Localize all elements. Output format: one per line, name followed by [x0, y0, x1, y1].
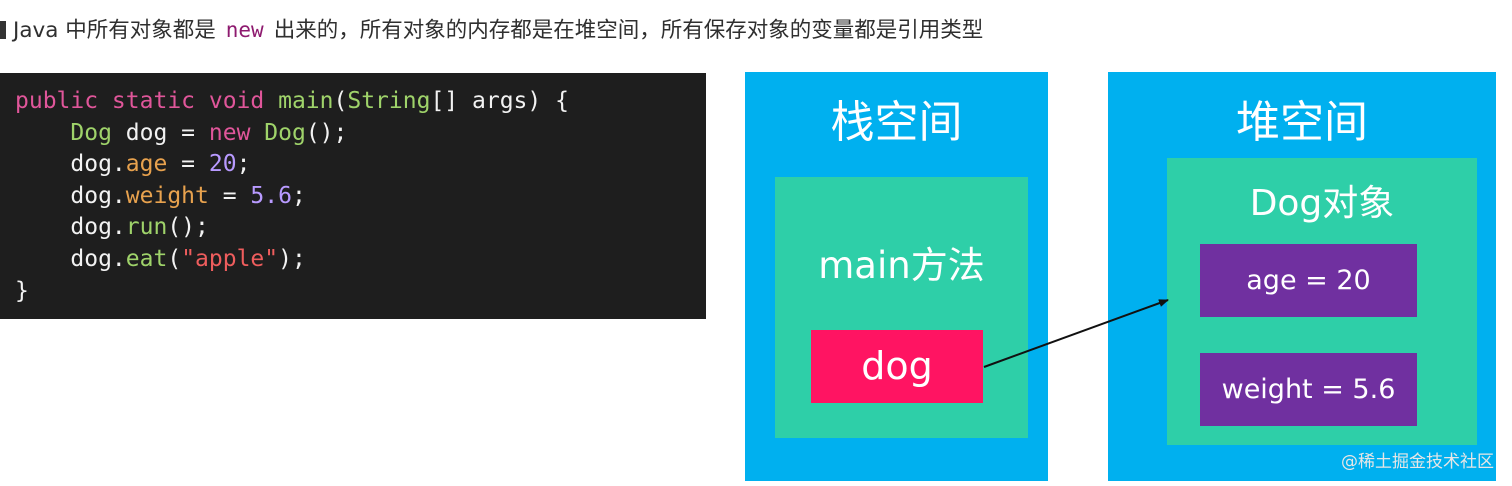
code-token: }	[15, 277, 29, 304]
dog-object: Dog对象 age = 20 weight = 5.6	[1167, 158, 1477, 445]
code-token: dog.	[15, 214, 126, 241]
field-weight: weight = 5.6	[1200, 353, 1417, 426]
dog-object-title: Dog对象	[1249, 183, 1395, 224]
code-token: =	[208, 182, 251, 209]
code-token: 5.6	[250, 182, 292, 209]
code-token: dog =	[111, 119, 209, 146]
dog-reference-variable: dog	[811, 330, 983, 403]
code-token: public static void	[15, 88, 279, 114]
heading-bullet	[0, 21, 6, 39]
code-token: run	[125, 214, 168, 241]
code-token: dog.	[15, 151, 126, 178]
main-method-label: main方法	[818, 244, 985, 287]
code-block: public static void main(String[] args) {…	[0, 73, 706, 319]
code-line: dog.weight = 5.6;	[15, 181, 706, 213]
code-text: public static void main(String[] args) {…	[15, 86, 706, 307]
new-keyword: new	[225, 18, 264, 42]
code-token: weight	[125, 182, 209, 209]
code-token: Dog	[70, 119, 112, 146]
heap-space-title: 堆空间	[1236, 97, 1368, 148]
code-token: (	[333, 88, 348, 114]
code-token: String	[347, 88, 431, 114]
code-token: age	[125, 151, 168, 178]
code-token: "apple"	[181, 245, 279, 272]
stack-space-title: 栈空间	[830, 97, 963, 148]
code-token: ();	[167, 214, 209, 241]
field-age: age = 20	[1200, 244, 1417, 317]
code-token: [] args) {	[430, 88, 569, 114]
code-line: dog.age = 20;	[15, 149, 706, 181]
code-token: Dog	[264, 119, 306, 146]
code-token: new	[208, 119, 265, 146]
code-token: ;	[291, 182, 306, 209]
code-token: eat	[125, 245, 168, 272]
code-token: );	[278, 245, 306, 272]
code-line: Dog dog = new Dog();	[15, 118, 706, 150]
code-token: dog.	[15, 245, 126, 272]
code-token: (	[167, 245, 182, 272]
main-method-frame: main方法 dog	[775, 177, 1028, 438]
heap-space: 堆空间 Dog对象 age = 20 weight = 5.6	[1108, 72, 1496, 481]
code-token: ();	[305, 119, 348, 146]
code-token: =	[167, 151, 209, 178]
code-line: public static void main(String[] args) {	[15, 86, 706, 118]
code-token: main	[278, 88, 334, 114]
code-token: dog.	[15, 182, 126, 209]
stack-space: 栈空间 main方法 dog	[745, 72, 1048, 481]
watermark: @稀土掘金技术社区	[1341, 452, 1494, 472]
code-token: 20	[208, 151, 237, 178]
code-line: dog.run();	[15, 212, 706, 244]
code-line: }	[15, 276, 706, 308]
code-line: dog.eat("apple");	[15, 244, 706, 276]
code-token: ;	[236, 151, 251, 178]
